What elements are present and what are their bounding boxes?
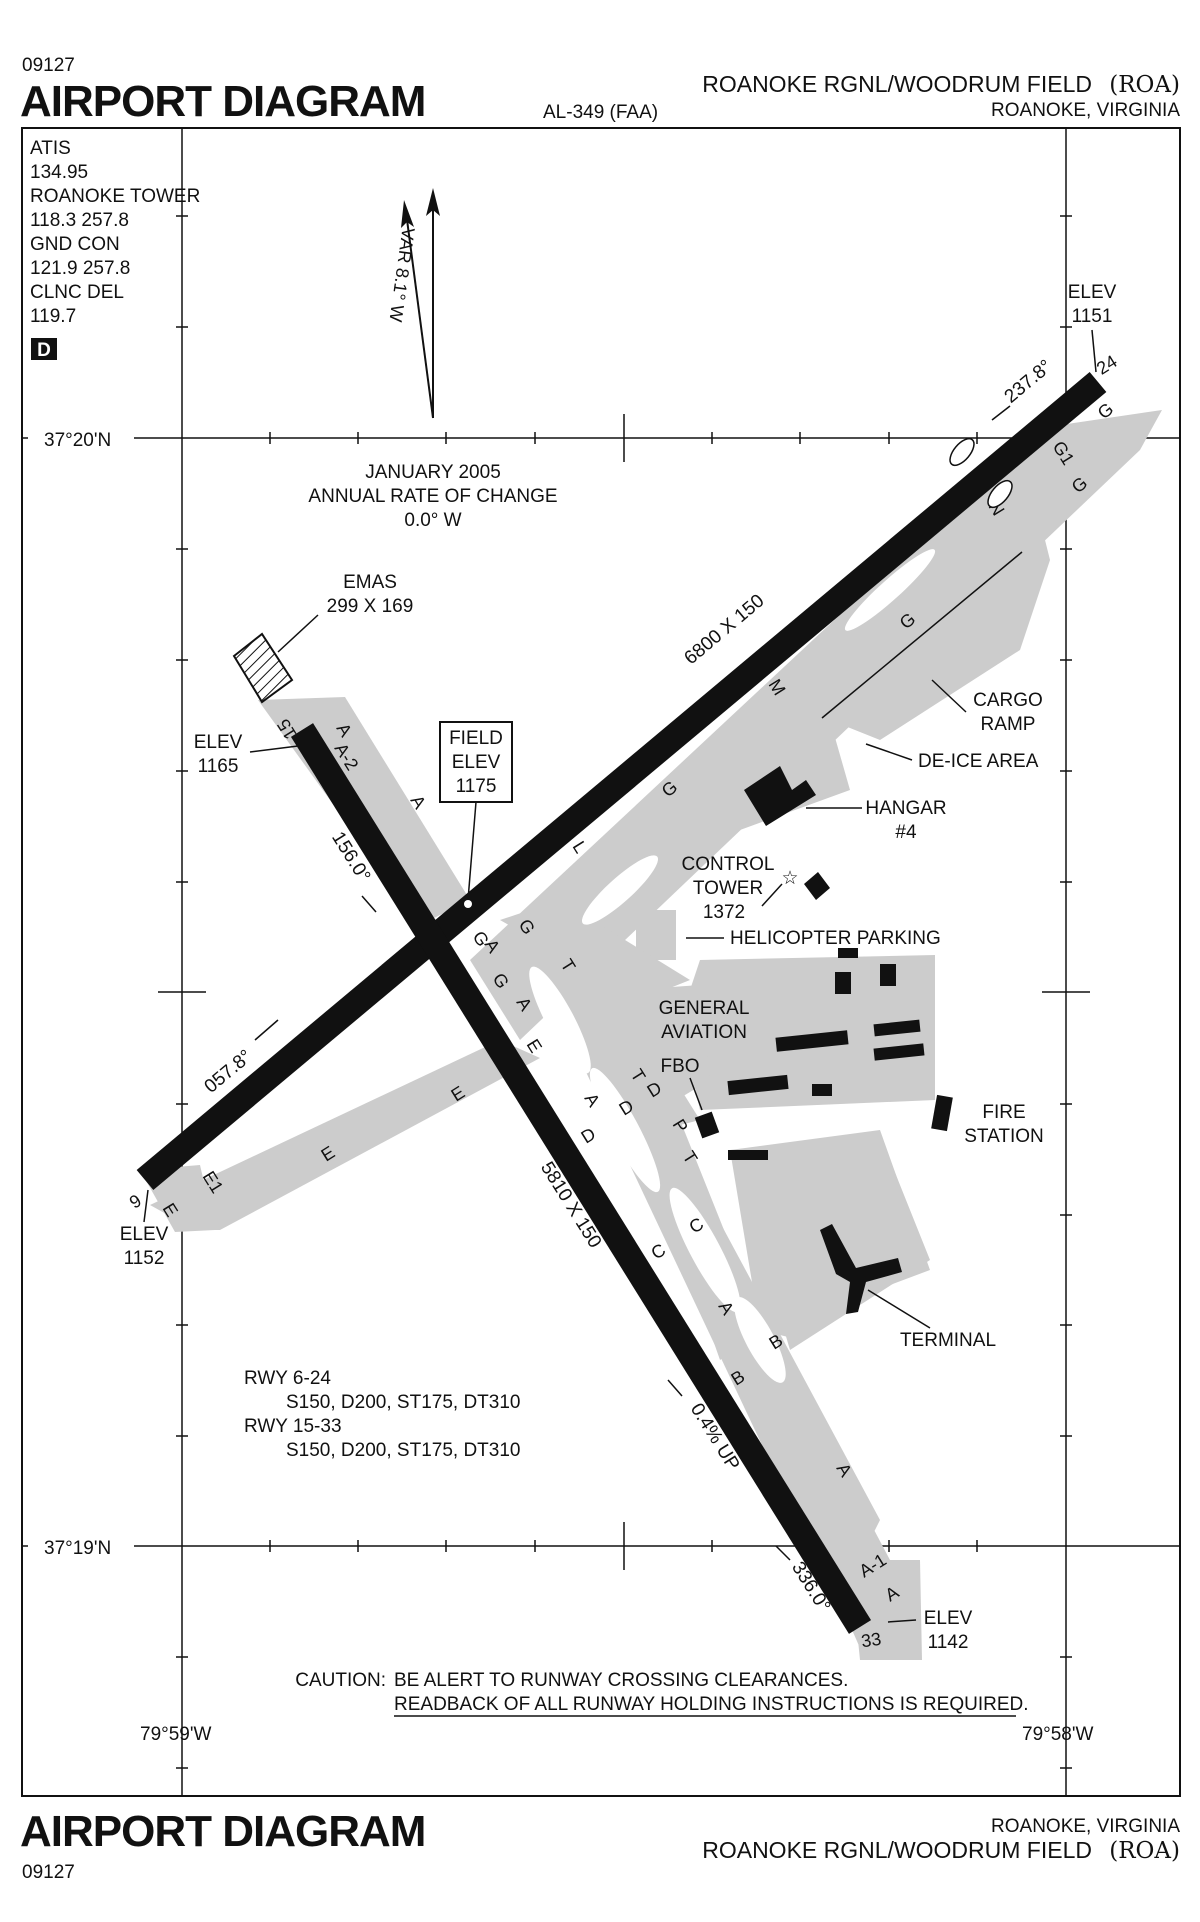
lon-label-right: 79°58'W	[1022, 1724, 1093, 1745]
variation-date: JANUARY 2005	[365, 462, 501, 483]
airport-id-bottom: (ROA)	[1109, 1838, 1180, 1864]
title-top: AIRPORT DIAGRAM	[20, 77, 425, 126]
helicopter-parking-label: HELICOPTER PARKING	[730, 928, 941, 949]
fire-station-label-1: FIRE	[982, 1102, 1025, 1123]
chart-number-top: 09127	[22, 55, 75, 76]
runway-end-33: 33	[860, 1629, 883, 1652]
dvor-badge-label: D	[37, 340, 51, 361]
field-elevation-box: FIELD ELEV 1175	[439, 721, 513, 908]
elev-24-value: 1151	[1072, 306, 1113, 327]
freq-line: ROANOKE TOWER	[30, 186, 200, 207]
field-elev-title-2: ELEV	[452, 752, 501, 773]
runway-6-24	[136, 372, 1107, 1190]
hangar-label-1: HANGAR	[865, 798, 946, 819]
magnetic-north-arrow-icon	[401, 200, 414, 228]
elev-33-value: 1142	[928, 1632, 969, 1653]
caution-line-2: READBACK OF ALL RUNWAY HOLDING INSTRUCTI…	[394, 1694, 1029, 1715]
north-arrows: VAR 8.1° W	[385, 188, 440, 419]
field-elev-title-1: FIELD	[449, 728, 503, 749]
true-north-arrow-icon	[426, 188, 440, 216]
fire-station-label-2: STATION	[964, 1126, 1044, 1147]
field-elev-value: 1175	[456, 776, 497, 797]
elev-6-label: ELEV	[120, 1224, 169, 1245]
variation-rate-value: 0.0° W	[404, 510, 461, 531]
runway-end-24: 24	[1093, 351, 1121, 379]
airport-name-bottom: ROANOKE RGNL/WOODRUM FIELD	[702, 1837, 1092, 1863]
general-aviation-label-1: GENERAL	[659, 998, 750, 1019]
buildings	[694, 766, 953, 1314]
freq-line: CLNC DEL	[30, 282, 124, 303]
strength-rwy2: RWY 15-33	[244, 1416, 342, 1437]
lat-label-top: 37°20'N	[44, 430, 111, 451]
location-bottom: ROANOKE, VIRGINIA	[991, 1816, 1180, 1837]
freq-line: 119.7	[30, 306, 76, 327]
runway-end-6: 6	[126, 1190, 145, 1212]
strength-rwy1: RWY 6-24	[244, 1368, 331, 1389]
hot-spot-icon	[949, 437, 975, 467]
location-top: ROANOKE, VIRGINIA	[991, 100, 1180, 121]
heading-24: 237.8°	[1001, 356, 1057, 408]
elev-33-label: ELEV	[924, 1608, 973, 1629]
fire-station-icon	[931, 1094, 953, 1132]
general-aviation-label-2: AVIATION	[661, 1022, 747, 1043]
elev-24-label: ELEV	[1068, 282, 1117, 303]
tower-elevation: 1372	[703, 902, 745, 923]
emas-label: EMAS	[343, 572, 397, 593]
procedure-id: AL-349 (FAA)	[543, 102, 658, 123]
field-elevation-point-icon	[464, 900, 472, 908]
title-bottom: AIRPORT DIAGRAM	[20, 1807, 425, 1856]
caution-line-1: BE ALERT TO RUNWAY CROSSING CLEARANCES.	[394, 1670, 848, 1691]
deice-label: DE-ICE AREA	[918, 751, 1039, 772]
twy-label-c: C	[648, 1240, 670, 1264]
freq-line: ATIS	[30, 138, 71, 159]
lon-label-left: 79°59'W	[140, 1724, 211, 1745]
freq-line: 121.9 257.8	[30, 258, 130, 279]
elev-6-value: 1152	[124, 1248, 165, 1269]
emas-area	[232, 632, 294, 704]
elev-15-label: ELEV	[194, 732, 243, 753]
fbo-label: FBO	[660, 1056, 699, 1077]
control-tower-icon: ☆	[781, 868, 798, 889]
pavement-islands	[529, 549, 936, 1383]
tower-label-1: CONTROL	[682, 854, 775, 875]
elev-15-value: 1165	[198, 756, 239, 777]
dvor-badge-icon	[31, 338, 57, 360]
runways	[136, 372, 1107, 1634]
frequency-block: ATIS 134.95 ROANOKE TOWER 118.3 257.8 GN…	[30, 138, 200, 361]
tower-label-2: TOWER	[693, 878, 763, 899]
terminal-icon	[820, 1224, 902, 1314]
hangar-4-icon	[744, 766, 816, 826]
freq-line: 134.95	[30, 162, 88, 183]
lat-label-bottom: 37°19'N	[44, 1538, 111, 1559]
variation-rate-title: ANNUAL RATE OF CHANGE	[308, 486, 557, 507]
airport-id-top: (ROA)	[1109, 72, 1180, 98]
emas-size: 299 X 169	[327, 596, 414, 617]
twy-label-d: D	[578, 1124, 600, 1148]
strength-rwy2-values: S150, D200, ST175, DT310	[286, 1440, 520, 1461]
cargo-ramp-label-1: CARGO	[973, 690, 1043, 711]
hangar-label-2: #4	[895, 822, 917, 843]
freq-line: GND CON	[30, 234, 120, 255]
tower-building-icon	[804, 872, 830, 900]
runway-15-33	[290, 723, 872, 1634]
strength-rwy1-values: S150, D200, ST175, DT310	[286, 1392, 520, 1413]
terminal-label: TERMINAL	[900, 1330, 996, 1351]
hot-spot-icon	[987, 479, 1013, 509]
pavement-areas	[140, 410, 1162, 1660]
freq-line: 118.3 257.8	[30, 210, 129, 231]
airport-name-top: ROANOKE RGNL/WOODRUM FIELD	[702, 71, 1092, 97]
caution-label: CAUTION:	[295, 1670, 386, 1691]
chart-number-bottom: 09127	[22, 1862, 75, 1883]
cargo-ramp-label-2: RAMP	[981, 714, 1036, 735]
